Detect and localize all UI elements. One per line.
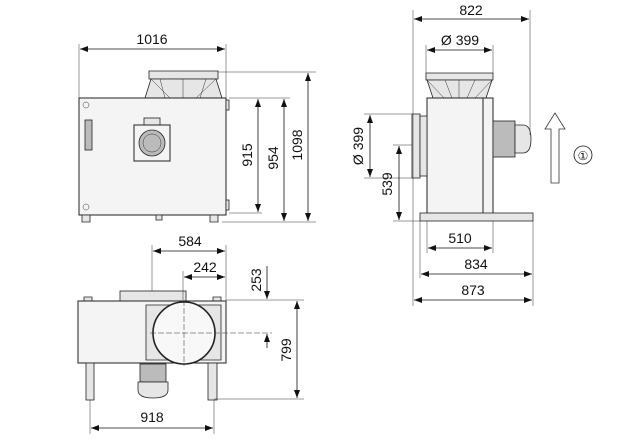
dim-side-outlet-diameter: Ø 399 — [441, 32, 479, 48]
dim-top-253: 253 — [248, 268, 264, 292]
top-view: 584 242 253 799 918 — [77, 233, 304, 434]
side-housing — [426, 97, 484, 216]
dim-side-539: 539 — [379, 172, 395, 196]
dim-side-822: 822 — [459, 2, 483, 18]
airflow-marker: ① — [578, 149, 589, 163]
feet — [81, 214, 219, 223]
dim-top-799: 799 — [278, 338, 294, 362]
front-view: 1016 915 954 1098 — [78, 31, 316, 223]
marker-circle-icon — [573, 145, 593, 165]
handle — [84, 119, 93, 151]
dim-side-873: 873 — [461, 282, 485, 298]
dim-top-242: 242 — [193, 259, 217, 275]
dim-front-954: 954 — [265, 146, 281, 170]
dim-front-1098: 1098 — [289, 129, 305, 160]
airflow-arrow-icon — [544, 112, 566, 184]
dim-top-918: 918 — [140, 409, 164, 425]
motor — [492, 120, 516, 158]
base-frame — [419, 212, 534, 222]
dim-side-inlet-diameter: Ø 399 — [350, 127, 366, 165]
outlet-transition — [144, 78, 223, 99]
dim-front-width: 1016 — [136, 31, 167, 47]
dim-side-510: 510 — [448, 230, 472, 246]
top-motor — [139, 363, 167, 383]
dim-front-915: 915 — [239, 143, 255, 167]
outlet-flange — [148, 70, 219, 80]
dim-side-834: 834 — [464, 256, 488, 272]
side-view: 822 Ø 399 Ø 399 539 510 834 873 ① — [350, 2, 593, 306]
dim-top-584: 584 — [178, 233, 202, 249]
